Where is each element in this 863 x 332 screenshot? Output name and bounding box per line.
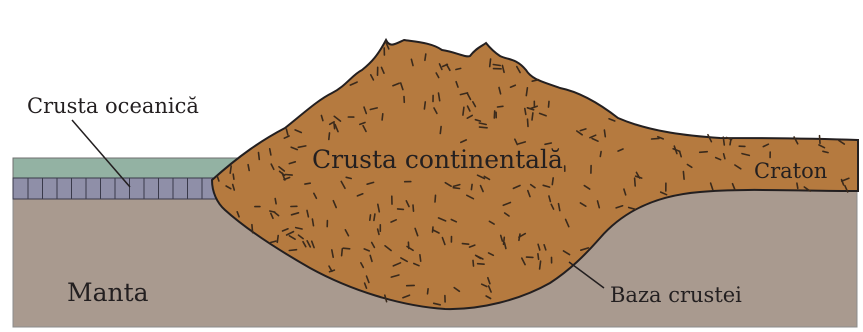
craton-label: Craton bbox=[754, 159, 827, 183]
oceanic-crust-label: Crusta oceanică bbox=[27, 94, 199, 118]
mantle-label: Manta bbox=[67, 278, 149, 307]
oceanic-crust-layer bbox=[13, 178, 216, 199]
crust-base-label: Baza crustei bbox=[610, 283, 742, 307]
continental-crust-label: Crusta continentală bbox=[312, 145, 563, 174]
